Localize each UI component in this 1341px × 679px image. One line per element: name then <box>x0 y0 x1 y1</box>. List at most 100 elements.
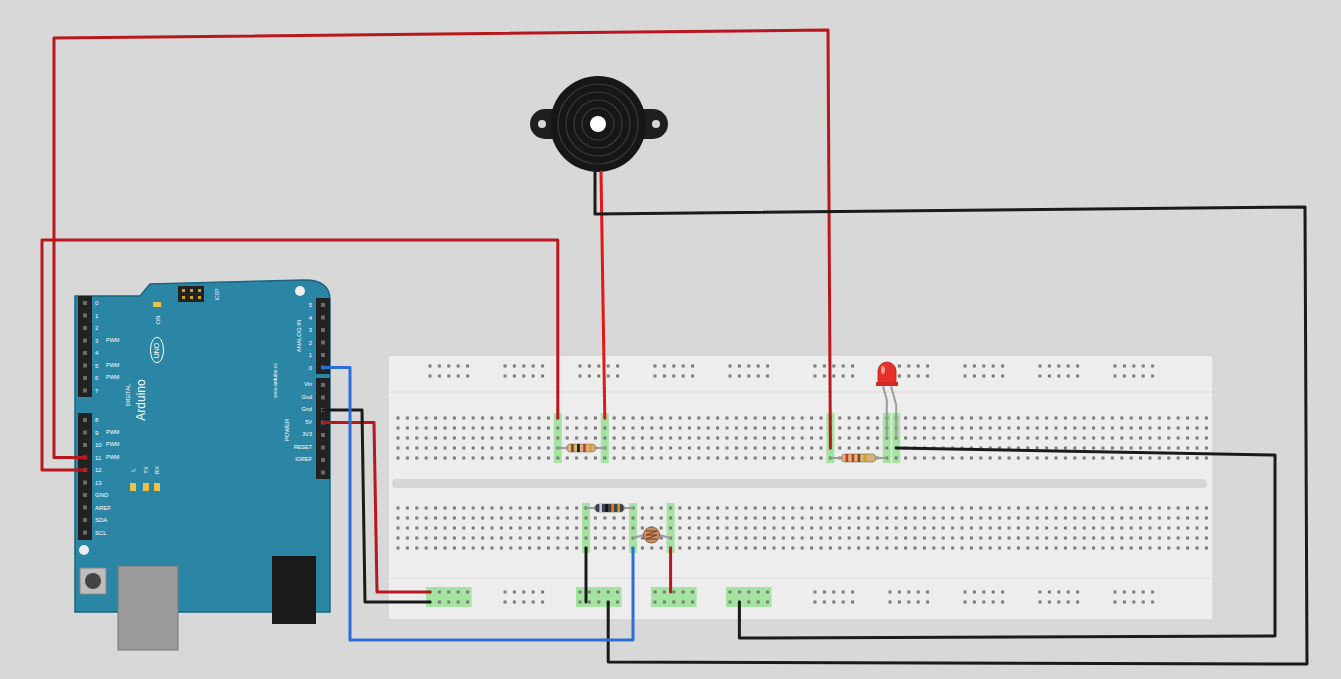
pin-label: SCL <box>95 530 107 536</box>
hole <box>998 507 1001 510</box>
hole <box>842 601 845 604</box>
hole <box>1130 537 1133 540</box>
jumper-wire <box>669 548 672 592</box>
hole <box>1205 427 1208 430</box>
hole <box>588 375 591 378</box>
hole <box>425 517 428 520</box>
hole <box>1205 437 1208 440</box>
hole <box>848 437 851 440</box>
board-brand: Arduino <box>135 379 147 420</box>
hole <box>1158 507 1161 510</box>
hole <box>669 427 672 430</box>
hole <box>556 527 559 530</box>
hole <box>1048 365 1051 368</box>
hole <box>588 365 591 368</box>
hole <box>729 365 732 368</box>
hole <box>679 417 682 420</box>
hole <box>707 507 710 510</box>
hole <box>923 537 926 540</box>
hole <box>691 375 694 378</box>
hole <box>1057 375 1060 378</box>
resistor-band <box>846 454 849 462</box>
hole <box>1045 447 1048 450</box>
hole <box>1036 457 1039 460</box>
hole <box>838 417 841 420</box>
hole <box>397 537 400 540</box>
hole <box>425 417 428 420</box>
hole <box>519 537 522 540</box>
hole <box>726 537 729 540</box>
hole <box>970 427 973 430</box>
hole <box>757 601 760 604</box>
hole <box>447 591 450 594</box>
hole <box>820 457 823 460</box>
hole <box>444 417 447 420</box>
hole <box>1120 547 1123 550</box>
hole <box>773 517 776 520</box>
led-leg <box>891 386 896 438</box>
hole <box>735 507 738 510</box>
hole <box>1017 517 1020 520</box>
hole <box>707 457 710 460</box>
hole <box>942 507 945 510</box>
hole <box>397 417 400 420</box>
hole <box>466 591 469 594</box>
hole <box>663 365 666 368</box>
hole <box>1001 365 1004 368</box>
photoresistor-leg <box>633 535 644 538</box>
hole <box>1008 527 1011 530</box>
hole <box>782 427 785 430</box>
hole <box>1064 517 1067 520</box>
hole <box>823 591 826 594</box>
hole <box>1064 447 1067 450</box>
hole <box>397 517 400 520</box>
board-model: UNO <box>154 342 161 358</box>
hole <box>579 601 582 604</box>
hole <box>622 457 625 460</box>
hole <box>434 547 437 550</box>
hole <box>528 457 531 460</box>
hole <box>594 457 597 460</box>
resistor-band <box>858 454 861 462</box>
hole <box>509 517 512 520</box>
hole <box>914 437 917 440</box>
hole <box>434 417 437 420</box>
hole <box>607 591 610 594</box>
hole <box>1139 507 1142 510</box>
hole <box>851 365 854 368</box>
hole <box>1102 457 1105 460</box>
hole <box>1123 601 1126 604</box>
hole <box>1076 375 1079 378</box>
hole <box>444 447 447 450</box>
hole <box>481 507 484 510</box>
hole <box>425 537 428 540</box>
hole <box>1055 447 1058 450</box>
hole <box>832 591 835 594</box>
hole <box>989 517 992 520</box>
hole <box>801 427 804 430</box>
hole <box>814 601 817 604</box>
header-pin <box>83 456 87 460</box>
hole <box>425 447 428 450</box>
hole <box>519 427 522 430</box>
hole <box>754 427 757 430</box>
hole <box>716 417 719 420</box>
hole <box>738 365 741 368</box>
hole <box>547 517 550 520</box>
hole <box>1149 427 1152 430</box>
hole <box>1120 527 1123 530</box>
hole <box>444 547 447 550</box>
resistor-band <box>571 444 574 452</box>
hole <box>1196 447 1199 450</box>
hole <box>434 517 437 520</box>
header-pin <box>83 493 87 497</box>
hole <box>672 375 675 378</box>
hole <box>726 437 729 440</box>
hole <box>1186 527 1189 530</box>
hole <box>509 417 512 420</box>
hole <box>669 517 672 520</box>
hole <box>556 427 559 430</box>
hole <box>773 457 776 460</box>
hole <box>747 601 750 604</box>
buzzer-tab-hole <box>538 120 546 128</box>
